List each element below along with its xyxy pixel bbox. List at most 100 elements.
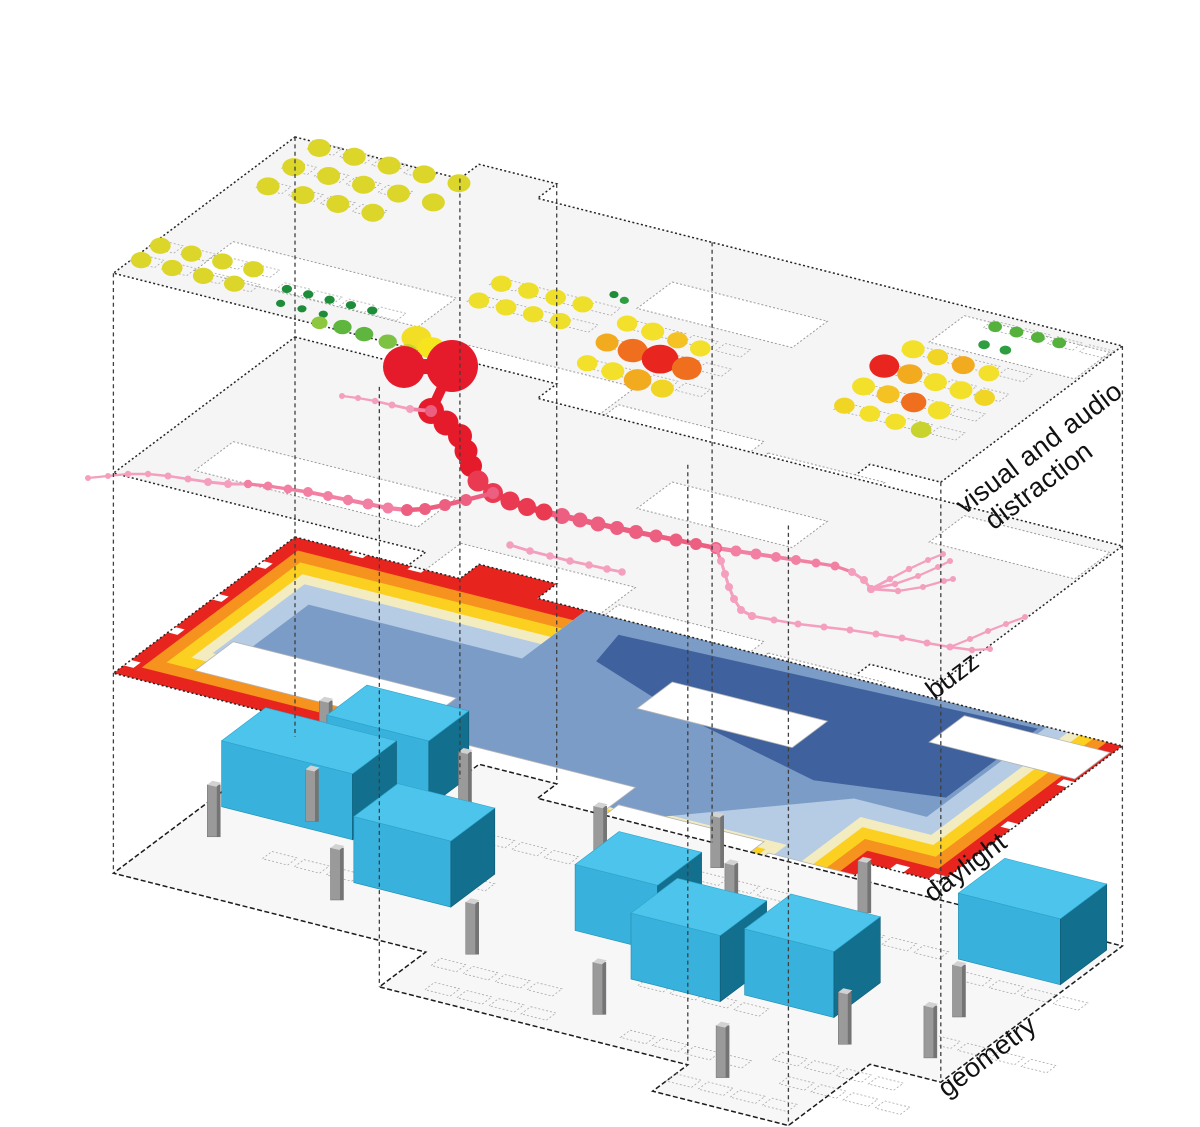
column xyxy=(305,765,320,822)
occupant-dot xyxy=(333,319,352,335)
buzz-node xyxy=(425,405,437,417)
occupant-dot xyxy=(576,355,598,372)
column xyxy=(465,898,480,955)
buzz-node xyxy=(467,470,489,492)
buzz-node xyxy=(669,533,683,547)
buzz-node xyxy=(401,504,413,516)
occupant-dot xyxy=(641,344,679,374)
column xyxy=(207,780,222,838)
occupant-dot xyxy=(671,356,702,380)
buzz-node xyxy=(439,499,451,511)
occupant-dot xyxy=(297,305,307,313)
buzz-hub-circle xyxy=(426,340,478,392)
buzz-node xyxy=(891,580,899,588)
occupant-dot xyxy=(927,401,951,420)
buzz-node xyxy=(342,494,354,506)
occupant-dot xyxy=(518,282,539,299)
occupant-dot xyxy=(927,348,949,366)
buzz-node xyxy=(554,508,570,524)
buzz-node xyxy=(535,503,553,521)
occupant-dot xyxy=(318,310,328,318)
buzz-node xyxy=(124,470,132,478)
occupant-dot xyxy=(572,296,594,313)
buzz-node xyxy=(572,512,588,528)
occupant-dot xyxy=(595,333,619,352)
buzz-node xyxy=(848,568,856,576)
occupant-dot xyxy=(377,156,401,175)
buzz-node xyxy=(947,558,953,564)
occupant-dot xyxy=(689,340,711,357)
occupant-dot xyxy=(345,301,357,310)
buzz-node xyxy=(830,561,840,571)
buzz-node xyxy=(935,564,941,570)
buzz-node xyxy=(585,561,593,569)
occupant-dot xyxy=(910,421,932,438)
occupant-dot xyxy=(897,364,923,385)
occupant-dot xyxy=(1030,332,1045,343)
occupant-dot xyxy=(550,313,571,330)
buzz-node xyxy=(968,646,976,654)
buzz-node xyxy=(1022,614,1028,620)
buzz-node xyxy=(985,628,991,634)
occupant-dot xyxy=(923,373,947,392)
buzz-node xyxy=(382,502,394,514)
buzz-node xyxy=(371,397,379,405)
occupant-dot xyxy=(616,315,638,332)
buzz-node xyxy=(406,405,414,413)
occupant-dot xyxy=(601,362,625,381)
buzz-node xyxy=(940,551,946,557)
occupant-dot xyxy=(876,385,900,404)
occupant-dot xyxy=(412,165,436,184)
buzz-node xyxy=(500,491,520,511)
occupant-dot xyxy=(307,138,331,157)
occupant-dot xyxy=(303,290,314,299)
occupant-dot xyxy=(951,356,975,375)
column xyxy=(710,811,725,868)
occupant-dot xyxy=(641,322,665,341)
occupant-dot xyxy=(1052,337,1067,349)
meeting-room-box xyxy=(630,877,768,1003)
occupant-dot xyxy=(650,379,674,398)
occupant-dot xyxy=(161,259,183,277)
buzz-hub-circle xyxy=(383,346,425,388)
occupant-dot xyxy=(282,158,306,177)
buzz-node xyxy=(339,393,345,399)
buzz-node xyxy=(872,630,880,638)
occupant-dot xyxy=(243,261,264,278)
occupant-dot xyxy=(361,203,385,222)
buzz-node xyxy=(649,529,663,543)
buzz-node xyxy=(323,491,333,501)
buzz-node xyxy=(860,576,868,584)
occupant-dot xyxy=(869,354,900,378)
occupant-dot xyxy=(609,290,619,299)
buzz-node xyxy=(603,565,611,573)
occupant-dot xyxy=(130,252,152,269)
occupant-dot xyxy=(617,338,648,363)
layer-connector-lines xyxy=(112,137,1124,1126)
occupant-dot xyxy=(1009,326,1024,338)
buzz-node xyxy=(460,494,472,506)
buzz-node xyxy=(618,568,626,576)
occupant-dot xyxy=(281,284,293,294)
column xyxy=(458,748,473,805)
buzz-node xyxy=(886,575,894,583)
buzz-node xyxy=(920,584,926,590)
buzz-node xyxy=(867,585,875,593)
buzz-node xyxy=(925,557,931,563)
buzz-node xyxy=(355,395,361,401)
buzz-network xyxy=(85,340,1028,654)
buzz-node xyxy=(717,557,725,565)
occupant-dot xyxy=(421,193,445,212)
column xyxy=(330,844,345,901)
buzz-node xyxy=(941,578,947,584)
daylight-heatmap xyxy=(111,536,1125,927)
buzz-node xyxy=(85,475,91,481)
occupant-dot xyxy=(978,340,990,350)
occupant-dot xyxy=(949,381,973,400)
occupant-dot xyxy=(354,326,374,342)
buzz-node xyxy=(898,634,906,642)
buzz-node xyxy=(690,538,702,550)
column xyxy=(592,958,607,1015)
